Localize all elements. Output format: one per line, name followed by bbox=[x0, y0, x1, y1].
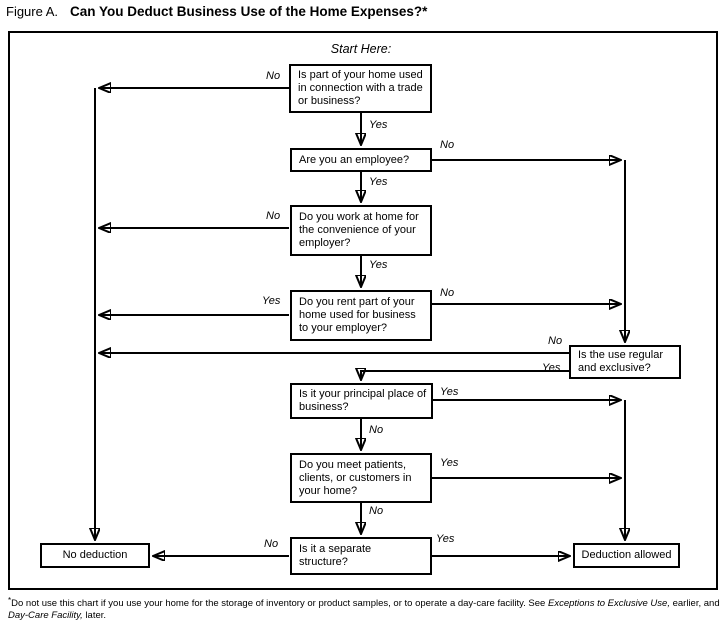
node-q1-home-used-for-business: Is part of your home used in connection … bbox=[289, 64, 432, 113]
edge-label-q7-no: No bbox=[264, 538, 279, 550]
edge-label-q2-no: No bbox=[440, 139, 455, 151]
edge-label-q5-yes: Yes bbox=[440, 386, 459, 398]
node-deduction-allowed: Deduction allowed bbox=[573, 543, 680, 568]
figure-title-text: Can You Deduct Business Use of the Home … bbox=[70, 4, 428, 19]
edge-label-q4-no: No bbox=[440, 287, 455, 299]
footnote-text-after: later. bbox=[82, 610, 107, 621]
edge-label-q4-yes: Yes bbox=[262, 295, 281, 307]
start-here-label: Start Here: bbox=[330, 42, 392, 56]
footnote-italic-daycare: Day-Care Facility, bbox=[8, 610, 83, 621]
node-regular-exclusive: Is the use regular and exclusive? bbox=[569, 345, 681, 379]
edge-label-q2-yes: Yes bbox=[369, 176, 388, 188]
footnote-italic-exceptions: Exceptions to Exclusive Use, bbox=[547, 598, 670, 609]
figure-label: Figure A. bbox=[6, 4, 59, 19]
node-q5-principal-place: Is it your principal place of business? bbox=[290, 383, 433, 419]
node-q3-work-at-home-convenience: Do you work at home for the convenience … bbox=[290, 205, 432, 256]
node-q6-meet-patients: Do you meet patients, clients, or custom… bbox=[290, 453, 432, 503]
node-no-deduction: No deduction bbox=[40, 543, 150, 568]
node-q4-rent-to-employer: Do you rent part of your home used for b… bbox=[290, 290, 432, 341]
edge-label-regular-exclusive-no: No bbox=[548, 335, 563, 347]
edge-label-regular-exclusive-yes: Yes bbox=[542, 362, 561, 374]
edge-label-q1-yes: Yes bbox=[369, 119, 388, 131]
edge-label-q3-no: No bbox=[266, 210, 281, 222]
edge-label-q7-yes: Yes bbox=[436, 533, 455, 545]
node-q7-separate-structure: Is it a separate structure? bbox=[290, 537, 432, 575]
footnote: *Do not use this chart if you use your h… bbox=[8, 595, 720, 622]
footnote-text-middle: earlier, and bbox=[669, 598, 720, 609]
edge-label-q5-no: No bbox=[369, 424, 384, 436]
edge-label-q6-yes: Yes bbox=[440, 457, 459, 469]
edge-label-q3-yes: Yes bbox=[369, 259, 388, 271]
figure-title: Figure A. Can You Deduct Business Use of … bbox=[6, 4, 427, 19]
footnote-text-before: Do not use this chart if you use your ho… bbox=[11, 598, 548, 609]
footnote-asterisk: * bbox=[8, 596, 12, 605]
edge-label-q1-no: No bbox=[266, 70, 281, 82]
edge-label-q6-no: No bbox=[369, 505, 384, 517]
node-q2-are-you-employee: Are you an employee? bbox=[290, 148, 432, 172]
